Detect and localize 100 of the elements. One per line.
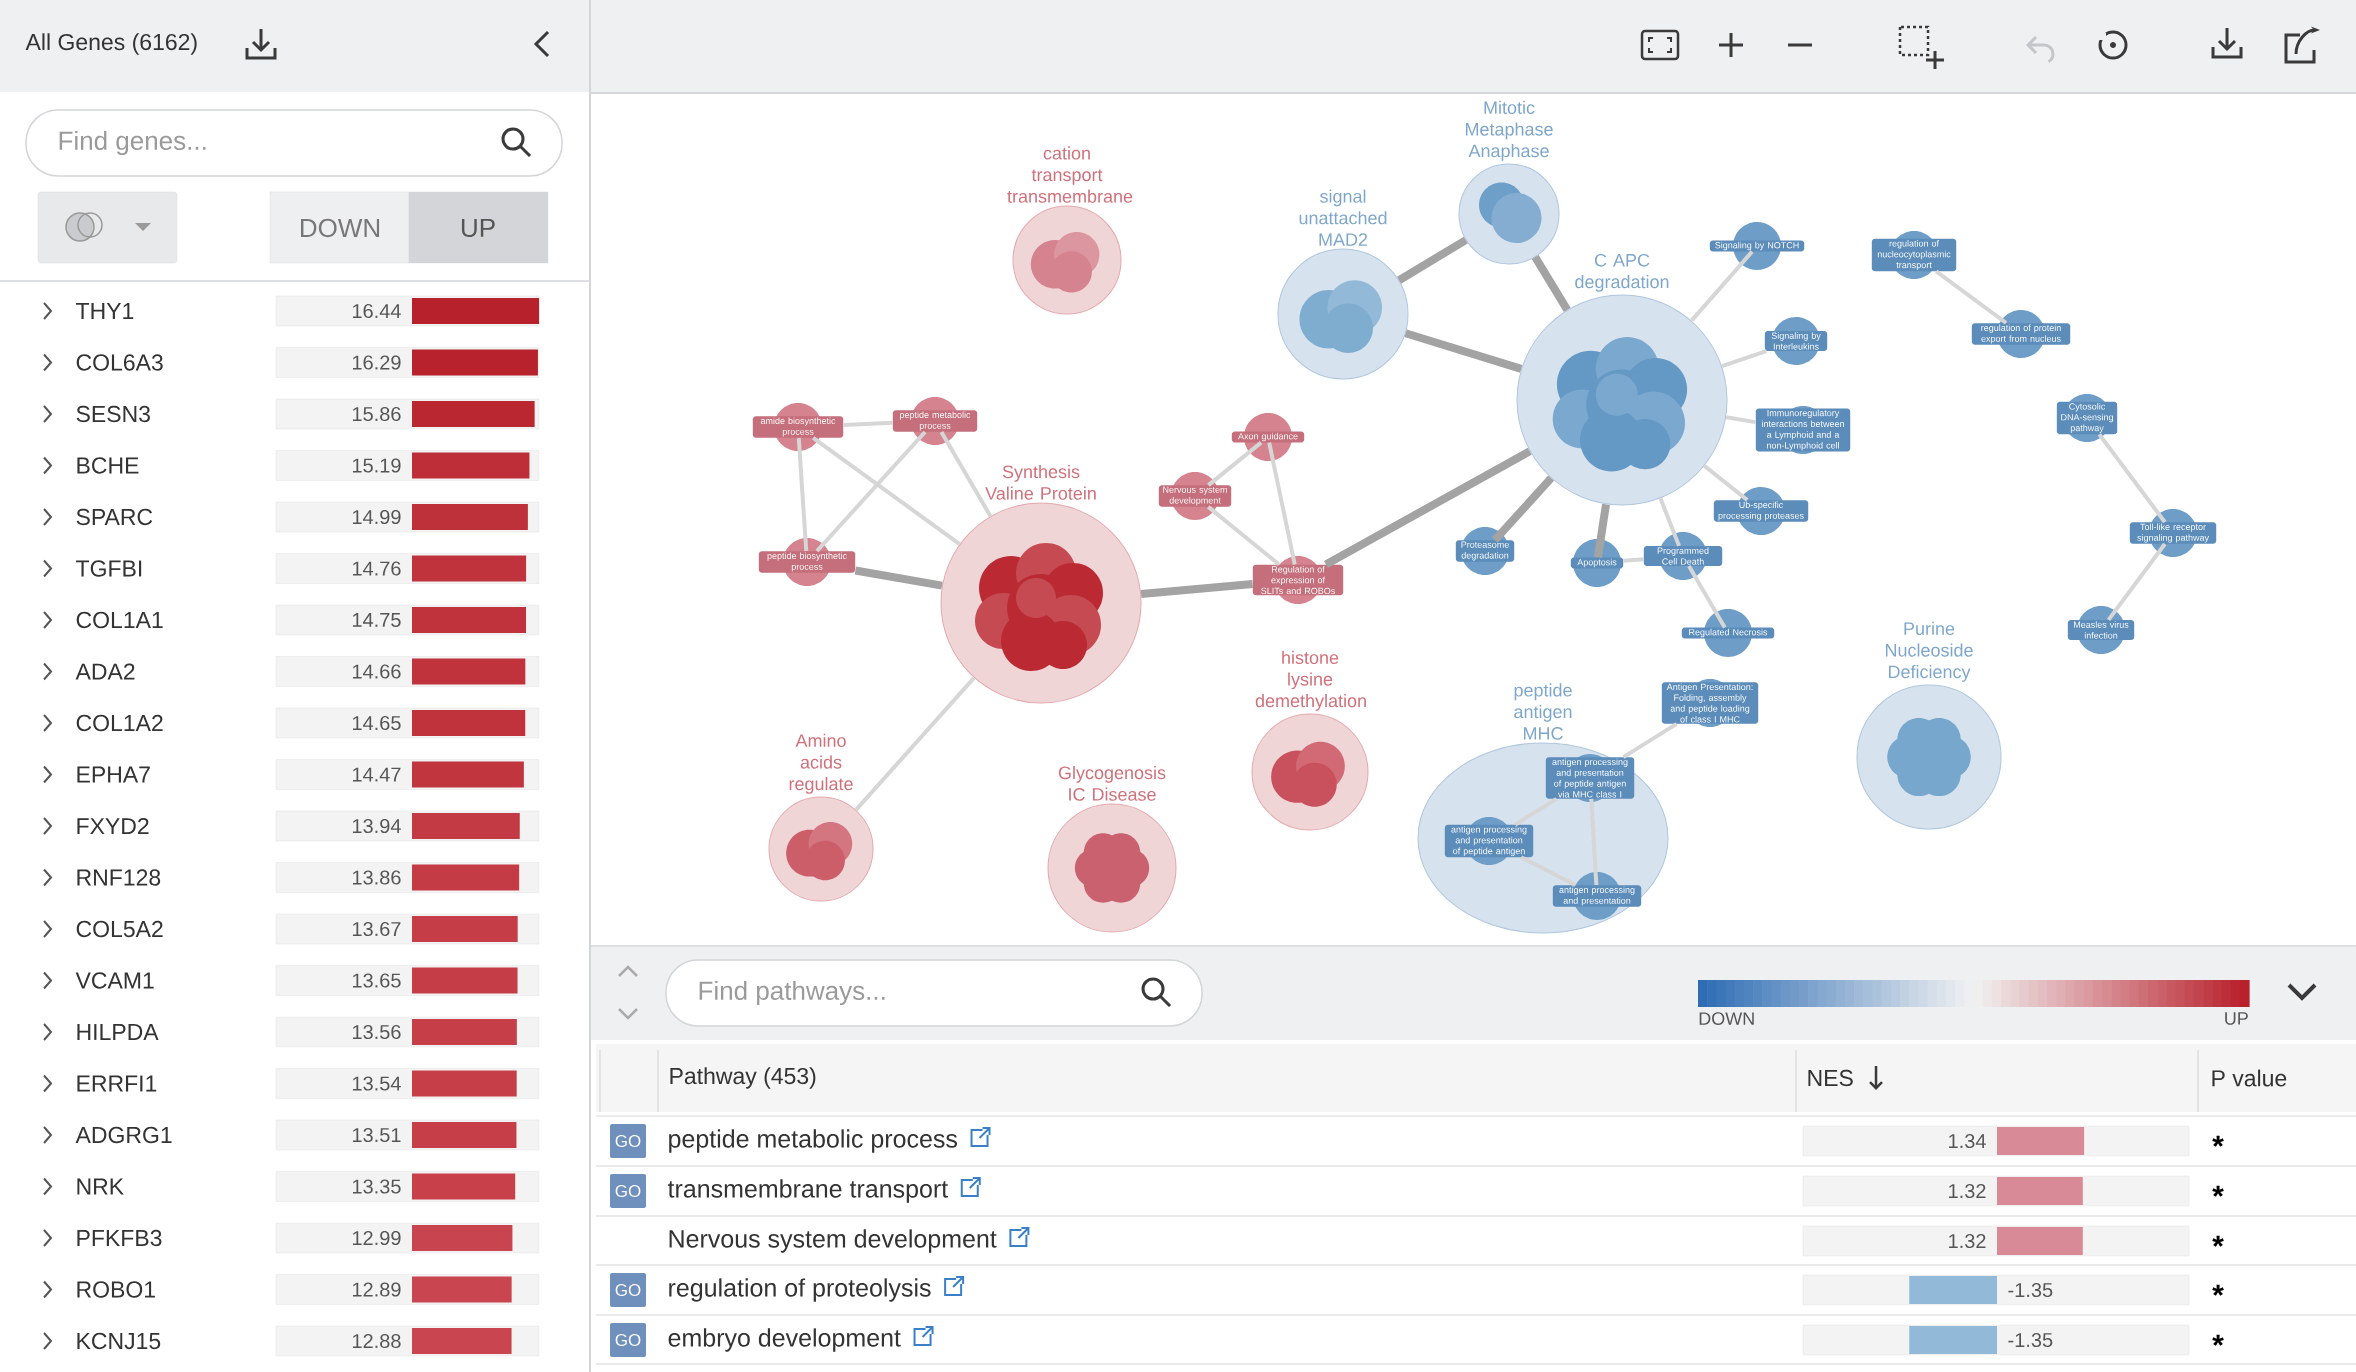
value-bar: 15.19 xyxy=(275,450,540,481)
go-badge: GO xyxy=(610,1124,646,1158)
pathway-node: Antigen Presentation: Folding, assembly and peptide loading of class I MHC xyxy=(1661,679,1759,727)
connector-line xyxy=(1267,442,1297,565)
gene-name: HILPDA xyxy=(77,1024,159,1040)
pathway-node: Regulated Necrosis xyxy=(1681,609,1775,657)
pathway-node: Nervous system development xyxy=(1158,472,1232,520)
pathway-node: Cytosolic DNA-sensing pathway xyxy=(2056,394,2118,442)
pathway-node: peptide biosynthetic process xyxy=(758,538,856,586)
gene-name: EPHA7 xyxy=(77,766,150,783)
gene-name: TGFBI xyxy=(76,560,142,577)
cluster-bubble: C APC degradation xyxy=(1516,253,1728,506)
pathway-node: Toll-like receptor signaling pathway xyxy=(2129,509,2217,557)
pathway-node: Immunoregulatory interactions between a Lymphoid and a non-Lymphoid cell xyxy=(1755,406,1851,454)
gene-name: ROBO1 xyxy=(77,1281,155,1298)
value-bar: 14.75 xyxy=(275,604,540,636)
connector-line xyxy=(1690,250,1754,322)
connector-line xyxy=(1207,505,1281,567)
value-bar: 16.29 xyxy=(275,347,540,378)
cluster-bubble: Amino acids regulate xyxy=(768,733,874,902)
gene-name: SPARC xyxy=(76,508,153,526)
node-label: peptide antigen MHC xyxy=(1514,683,1572,740)
value-bar: 12.99 xyxy=(275,1222,540,1254)
nes-bar: -1.35 xyxy=(1802,1274,2190,1306)
gene-name: COL6A3 xyxy=(76,354,163,371)
go-badge: GO xyxy=(610,1273,646,1307)
node-label: Glycogenosis IC Disease xyxy=(1058,765,1166,801)
connector-line xyxy=(1491,475,1555,543)
connector-line xyxy=(1404,329,1523,373)
node-label: Mitotic Metaphase Anaphase xyxy=(1465,100,1553,161)
value-bar: 12.88 xyxy=(275,1325,540,1357)
column-header: Pathway (453) xyxy=(670,1067,816,1089)
cluster-bubble: histone lysine demethylation xyxy=(1251,650,1369,831)
significance-mark: * xyxy=(2212,1185,2224,1197)
pathway-node: antigen processing and presentation of peptide antigen xyxy=(1444,817,1534,865)
gene-name: ADGRG1 xyxy=(75,1126,172,1144)
gene-name: KCNJ15 xyxy=(77,1332,161,1350)
value-bar: 13.35 xyxy=(275,1171,540,1202)
pathway-node: regulation of nucleocytoplasmic transport xyxy=(1871,231,1957,279)
connector-line xyxy=(1323,447,1532,568)
gene-name: ERRFI1 xyxy=(77,1075,157,1092)
gene-name: SESN3 xyxy=(76,405,150,423)
connector-line xyxy=(815,430,927,553)
search-field: Find genes... xyxy=(25,109,563,177)
connector-line xyxy=(1520,855,1577,887)
scale-label: DOWN xyxy=(1699,1012,1754,1025)
connector-line xyxy=(1589,798,1599,886)
value-bar: 13.94 xyxy=(275,810,540,842)
node-label: Synthesis Valine Protein xyxy=(985,464,1096,500)
pathway-node: Signaling by NOTCH xyxy=(1709,222,1805,270)
pathway-node: antigen processing and presentation of peptide antigen via MHC class I xyxy=(1545,754,1635,802)
gene-name: BCHE xyxy=(77,457,139,474)
gene-name: NRK xyxy=(77,1178,124,1195)
significance-mark: * xyxy=(2212,1334,2224,1346)
gene-name: VCAM1 xyxy=(75,972,154,989)
toggle-button: UP xyxy=(408,191,549,264)
pathway-node: Apoptosis xyxy=(1570,539,1624,587)
connector-line xyxy=(2106,542,2167,622)
cluster-bubble: Purine Nucleoside Deficiency xyxy=(1856,621,2002,830)
gene-name: ADA2 xyxy=(75,663,135,680)
scale-label: UP xyxy=(2225,1012,2248,1025)
connector-line xyxy=(854,676,976,812)
nes-bar: 1.32 xyxy=(1802,1225,2190,1257)
pathway-node: Measles virus infection xyxy=(2067,606,2135,654)
cluster-bubble: signal unattached MAD2 xyxy=(1277,189,1409,380)
value-bar: 14.99 xyxy=(275,501,540,533)
connector-line xyxy=(1658,497,1681,547)
pathway-node: amide biosynthetic process xyxy=(752,403,844,451)
connector-line xyxy=(1725,415,1756,425)
pathway-node: Regulation of expression of SLITs and ROBOs xyxy=(1252,556,1344,604)
significance-mark: * xyxy=(2212,1235,2224,1247)
pathway-name: transmembrane transport xyxy=(667,1179,948,1203)
node-label: cation transport transmembrane xyxy=(1007,146,1133,203)
value-bar: 16.44 xyxy=(275,295,540,327)
node-label: C APC degradation xyxy=(1575,253,1669,292)
nes-bar: 1.34 xyxy=(1802,1125,2190,1157)
gene-name: THY1 xyxy=(76,303,134,319)
value-bar: 13.51 xyxy=(275,1119,540,1151)
connector-line xyxy=(1207,441,1263,487)
value-bar: 12.89 xyxy=(275,1274,540,1305)
connector-line xyxy=(796,437,809,552)
connector-line xyxy=(1531,255,1571,312)
nes-bar: -1.35 xyxy=(1802,1324,2190,1356)
pathway-node: Programmed Cell Death xyxy=(1643,532,1723,580)
node-label: histone lysine demethylation xyxy=(1255,650,1366,711)
search-field: Find pathways... xyxy=(665,959,1203,1027)
connector-line xyxy=(1703,464,1749,502)
value-bar: 13.54 xyxy=(275,1068,540,1099)
gene-name: FXYD2 xyxy=(77,817,149,835)
go-badge: GO xyxy=(610,1323,646,1357)
go-badge: GO xyxy=(610,1174,646,1208)
connector-line xyxy=(1397,236,1468,284)
value-bar: 14.47 xyxy=(275,759,540,790)
value-bar: 14.65 xyxy=(275,707,540,739)
panel-title: All Genes (6162) xyxy=(25,33,197,55)
node-label: Purine Nucleoside Deficiency xyxy=(1885,621,1973,682)
column-header: NES xyxy=(1808,1069,1853,1087)
gene-name: PFKFB3 xyxy=(77,1229,162,1247)
pathway-name: Nervous system development xyxy=(669,1229,997,1253)
pathway-node: antigen processing and presentation xyxy=(1552,872,1642,920)
